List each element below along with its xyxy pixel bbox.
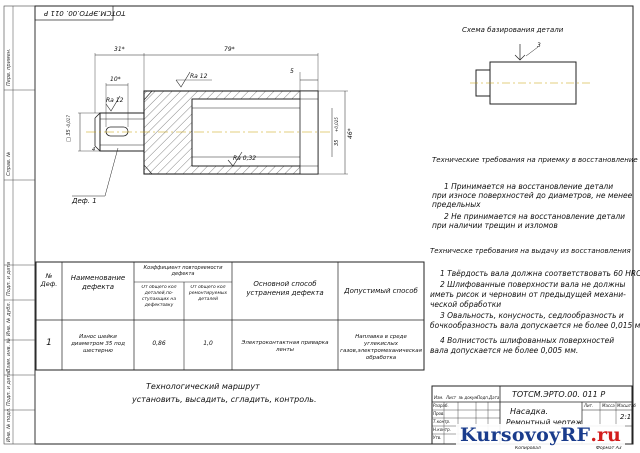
stamp-format: Формат А3	[596, 446, 622, 451]
req-accept-line: 1 Принимается на восстановление детали	[444, 182, 614, 191]
route-title: Технологический маршрут	[146, 382, 260, 391]
table-header-method: Основной способ устранения дефекта	[246, 280, 324, 297]
req-issue-line: вала допускается не более 0,005 мм.	[430, 346, 579, 355]
side-label: Справ. №	[6, 151, 12, 176]
stamp-podp: Подп.	[477, 395, 490, 400]
side-label: Взам. инв. №	[6, 338, 12, 372]
dim-tol-left: -0,017	[66, 115, 71, 128]
req-issue-line: 3 Овальность, конусность, седлообразност…	[440, 311, 624, 320]
roughness-ra12-left: Ra 12	[106, 97, 124, 104]
table-cell-coef-a: 0,86	[152, 340, 166, 347]
side-label: Инв. № подл.	[6, 407, 12, 443]
base-scheme-title: Схема базирования детали	[462, 26, 564, 34]
side-label: Инв. № дубл.	[6, 301, 12, 336]
req-issue-line: иметь рисок и черновин от предыдущей мех…	[430, 290, 626, 299]
logo-tld: .ru	[590, 424, 621, 446]
table-header-coef: Коэффициент повторяемости дефекта	[143, 265, 223, 277]
stamp-copied: Копировал	[515, 446, 541, 451]
dim-10: 10*	[110, 76, 121, 83]
stamp-list: Лист	[446, 395, 457, 400]
table-header-allowed: Допустимый способ	[344, 287, 418, 295]
watermark-logo: KursovoyRF.ru	[456, 424, 625, 446]
dim-d35-right: 35	[334, 139, 340, 146]
table-header-name: Наименование дефекта	[70, 274, 126, 291]
stamp-razrab: Разраб.	[433, 403, 449, 408]
dim-4: 4	[92, 147, 96, 153]
req-issue-title: Техническе требования на выдачу из восст…	[430, 247, 631, 255]
route-text: установить, высадить, сгладить, контроль…	[132, 395, 317, 404]
stamp-izm: Изм.	[434, 395, 444, 400]
req-issue-line: ческой обработки	[430, 300, 502, 309]
logo-text: KursovoyRF	[460, 424, 591, 446]
table-header-num: № Деф.	[40, 272, 58, 288]
table-header-coef-b: От общего кол ремонтируемых деталей	[188, 285, 228, 302]
side-label: Перв. примен.	[6, 48, 12, 86]
roughness-ra032: Ra 0,32	[233, 155, 257, 162]
dim-tol-right: +0,025	[334, 117, 339, 132]
table-cell-method: Электроконтактная приварка ленты	[241, 340, 329, 353]
table-cell-allowed: Наплавка в среде углекислых газов,электр…	[340, 334, 422, 361]
base-mark: 3	[537, 42, 541, 49]
req-accept-line: 2 Не принимается на восстановление детал…	[444, 212, 625, 221]
stamp-code: ТОТСМ.ЭРТО.00. 011 Р	[512, 390, 606, 399]
req-accept-line: при наличии трещин и изломов	[432, 221, 558, 230]
dim-d35-left: □ 35	[66, 129, 72, 142]
stamp-tkontr: Т.контр.	[433, 419, 451, 424]
table-cell-num: 1	[46, 338, 52, 348]
side-label: Подп. и дата	[6, 261, 12, 296]
stamp-name-1: Насадка.	[510, 407, 549, 416]
req-issue-line: 4 Волнистость шлифованных поверхностей	[440, 336, 615, 345]
table-cell-name: Износ шейки диаметром 35 под шестерню	[71, 334, 125, 354]
req-accept-line: предельных	[432, 200, 481, 209]
stamp-ndok: № докум.	[459, 395, 479, 400]
side-label: Подп. и дата	[6, 371, 12, 406]
dim-d46: 46*	[347, 128, 354, 139]
dim-5: 5	[290, 68, 294, 75]
doc-code-rotated: ТОТСМ.ЭРТО.00. 011 Р	[44, 9, 126, 17]
stamp-name-2: Ремонтный чертеж	[506, 418, 583, 427]
table-cell-coef-b: 1,0	[203, 340, 213, 347]
stamp-prov: Пров.	[433, 411, 445, 416]
stamp-lit-header: Лит.	[584, 403, 594, 408]
stamp-mass-header: Масса	[602, 403, 615, 408]
table-header-coef-a: От общего кол деталей,по-ступающих на де…	[141, 285, 177, 308]
defect-label: Деф. 1	[72, 197, 97, 205]
req-issue-line: 2 Шлифованные поверхности вала не должны	[440, 280, 626, 289]
req-accept-title: Технические требования на приемку в восс…	[432, 156, 638, 164]
stamp-scale-header: Масштаб	[617, 403, 637, 408]
stamp-data: Дата	[489, 395, 500, 400]
roughness-ra12-top: Ra 12	[190, 73, 208, 80]
dim-31: 31*	[114, 46, 125, 53]
stamp-scale-value: 2:1	[620, 413, 632, 421]
req-issue-line: 1 Твёрдость вала должна соответствовать …	[440, 269, 640, 278]
stamp-nkontr: Н.контр.	[433, 427, 451, 432]
req-accept-line: при износе поверхностей до диаметров, не…	[432, 191, 633, 200]
dim-79: 79*	[224, 46, 235, 53]
stamp-utv: Утв.	[433, 435, 442, 440]
req-issue-line: бочкообразность вала допускается не боле…	[430, 321, 640, 330]
